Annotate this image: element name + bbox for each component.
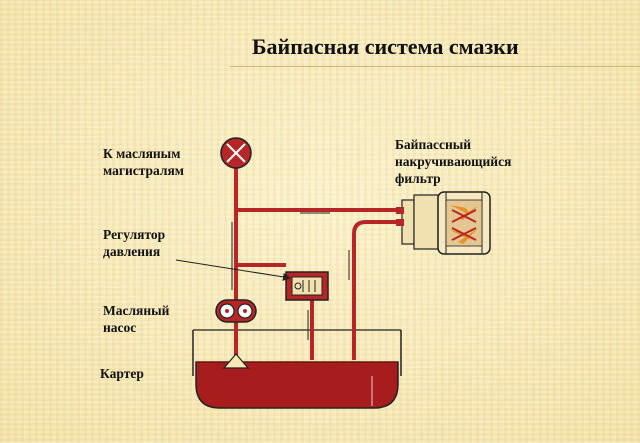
label-pressure-regulator: Регулятор давления [103,226,165,260]
bypass-filter [396,191,491,255]
sump [192,329,402,409]
label-oil-pump-line-1: Масляный [103,303,170,318]
oil-pump [215,299,257,323]
regulator-leader-line [175,259,291,281]
main-lines-indicator [220,137,252,169]
label-oil-pump-line-2: насос [103,320,137,335]
page-title: Байпасная система смазки [252,34,519,59]
filter-flow-arrow-1 [450,205,470,215]
label-main-lines-line-2: магистралям [103,163,184,178]
label-oil-pump: Масляный насос [103,302,169,336]
pressure-regulator [285,271,329,301]
oil-pipes [234,168,400,360]
close-icon-stroke-2 [226,143,246,163]
label-pressure-regulator-line-2: давления [103,244,161,259]
label-bypass-filter-line-1: Байпассный [395,137,472,152]
label-pressure-regulator-line-1: Регулятор [103,227,166,242]
filter-collar [413,194,439,250]
pipe-filter-return [352,220,400,360]
label-bypass-filter-line-3: фильтр [395,171,441,186]
label-bypass-filter: Байпассный накручивающийся фильтр [395,136,511,187]
sump-walls [192,330,402,376]
label-main-lines-line-1: К масляным [103,146,181,161]
oil-pickup-strainer [222,353,250,369]
flow-arrows [231,212,350,340]
title-underline [230,66,640,67]
sump-oil [195,361,399,409]
label-sump-line-1: Картер [100,366,144,381]
label-sump: Картер [100,365,144,382]
label-main-lines: К масляным магистралям [103,145,184,179]
label-bypass-filter-line-2: накручивающийся [395,154,512,169]
